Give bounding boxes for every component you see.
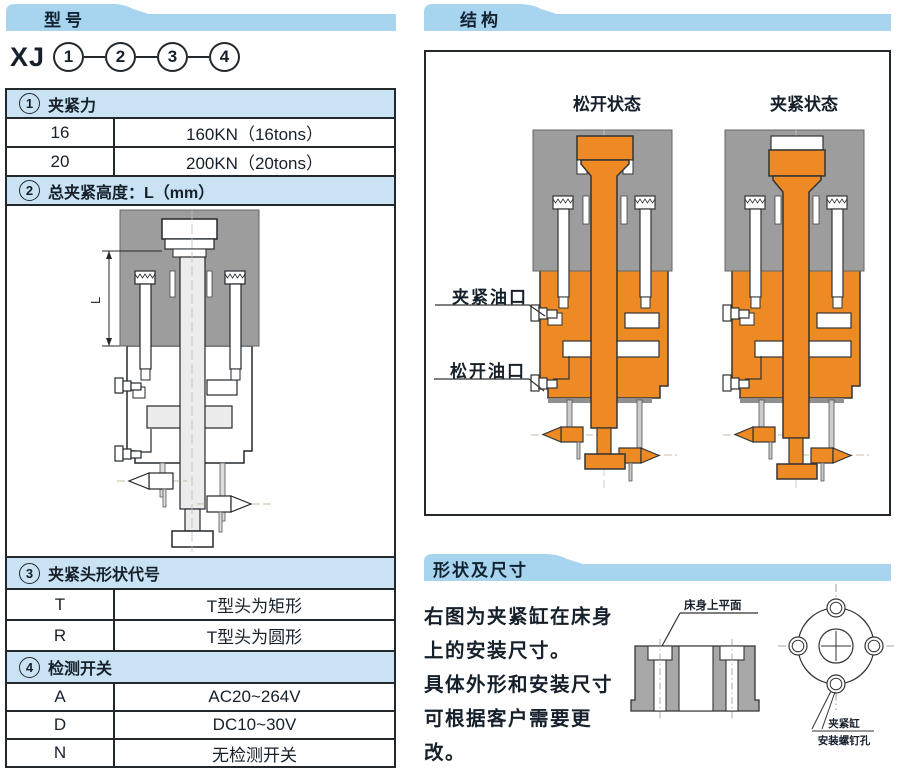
cell-value: DC10~30V (212, 715, 297, 734)
cell-code: R (7, 621, 115, 650)
shape-banner: 形状及尺寸 (424, 552, 891, 582)
bed-mounting-section-drawing: 床身上平面 (630, 598, 760, 720)
cylinder-diagram-released (530, 129, 677, 488)
clamp-cylinder-section-drawing: L (88, 209, 272, 552)
paragraph-line: 具体外形和安装尺寸 (424, 674, 614, 696)
table-header-clamp-force: 1 夹紧力 (7, 90, 394, 119)
circled-number-2: 2 (19, 180, 40, 201)
port-label-release: 松开油口 (450, 362, 526, 381)
hole-label-line2: 安装螺钉孔 (818, 734, 871, 747)
cell-value: AC20~264V (208, 687, 301, 706)
model-code-circle-3: 3 (157, 42, 189, 72)
cell-value: 无检测开关 (212, 745, 297, 765)
cell-value: 200KN（20tons） (185, 154, 324, 173)
table-header-head-shape: 3 夹紧头形状代号 (7, 558, 394, 590)
cell-code: D (7, 712, 115, 738)
model-code-circle-2: 2 (105, 42, 137, 72)
t-ram (161, 218, 218, 548)
model-code-circle-1: 1 (53, 42, 85, 72)
table-row: N 无检测开关 (7, 740, 394, 766)
circled-number-3: 3 (19, 562, 40, 584)
paragraph-line: 右图为夹紧缸在床身 (424, 606, 614, 628)
ram-clamped (768, 135, 826, 480)
model-banner: 型号 (6, 2, 396, 32)
header-title: 夹紧头形状代号 (48, 567, 161, 584)
table-row: A AC20~264V (7, 684, 394, 712)
shape-banner-label: 形状及尺寸 (433, 561, 528, 580)
table-row: T T型头为矩形 (7, 590, 394, 621)
state-label-clamped: 夹紧状态 (770, 95, 838, 114)
code-dash (188, 56, 210, 58)
structure-figure-box: 松开状态 夹紧状态 (424, 50, 891, 516)
paragraph-line: 上的安装尺寸。 (424, 640, 572, 662)
cell-code: N (7, 740, 115, 766)
model-code: XJ 1 2 3 4 (10, 41, 241, 73)
header-title: 夹紧力 (48, 97, 97, 115)
table-row: R T型头为圆形 (7, 621, 394, 652)
cell-code: A (7, 684, 115, 710)
cell-value: 160KN（16tons） (185, 125, 324, 144)
circled-number-1: 1 (19, 93, 40, 114)
header-title: 检测开关 (48, 661, 113, 678)
ram-released (576, 135, 634, 470)
oil-ports (114, 377, 142, 462)
cell-code: 20 (7, 148, 115, 175)
cylinder-diagram-clamped (722, 129, 870, 489)
cylinder-top-view-drawing: 夹紧缸 安装螺钉孔 (778, 584, 894, 747)
model-banner-shape (6, 4, 396, 31)
hole-label-line1: 夹紧缸 (828, 717, 860, 730)
detection-switches (117, 462, 272, 533)
l-dimension: L (88, 250, 162, 347)
cell-value: T型头为圆形 (206, 628, 303, 647)
bed-surface-label: 床身上平面 (684, 598, 742, 612)
model-code-prefix: XJ (10, 41, 46, 72)
port-leader-lines (434, 304, 546, 392)
table-row: 16 160KN（16tons） (7, 119, 394, 148)
code-dash (136, 56, 158, 58)
table-row: D DC10~30V (7, 712, 394, 740)
structure-banner: 结构 (424, 2, 891, 32)
mounting-screw-holes (788, 598, 884, 694)
shape-banner-shape (424, 554, 891, 581)
table-row: 20 200KN（20tons） (7, 148, 394, 177)
clamp-height-drawing-cell: L (7, 206, 394, 558)
paragraph-line: 改。 (424, 742, 467, 764)
cell-code: 16 (7, 119, 115, 146)
state-label-released: 松开状态 (573, 95, 641, 114)
spec-table: 1 夹紧力 16 160KN（16tons） 20 200KN（20tons） … (5, 88, 396, 768)
model-code-circle-4: 4 (209, 42, 241, 72)
table-header-detection-switch: 4 检测开关 (7, 652, 394, 684)
paragraph-line: 可根据客户需要更 (424, 708, 593, 730)
l-dimension-label: L (88, 297, 103, 304)
cell-value: T型头为矩形 (206, 597, 303, 616)
port-label-clamp: 夹紧油口 (452, 288, 528, 307)
mounting-bolts (134, 270, 246, 381)
header-title: 总夹紧高度：L（mm） (48, 184, 215, 202)
cell-code: T (7, 590, 115, 619)
shape-description: 右图为夹紧缸在床身 上的安装尺寸。 具体外形和安装尺寸 可根据客户需要更 改。 (424, 600, 632, 770)
circled-number-4: 4 (19, 656, 40, 678)
structure-banner-label: 结构 (460, 11, 502, 30)
table-header-clamp-height: 2 总夹紧高度：L（mm） (7, 177, 394, 206)
code-dash (84, 56, 106, 58)
model-banner-label: 型号 (44, 11, 86, 30)
structure-banner-shape (424, 4, 891, 31)
